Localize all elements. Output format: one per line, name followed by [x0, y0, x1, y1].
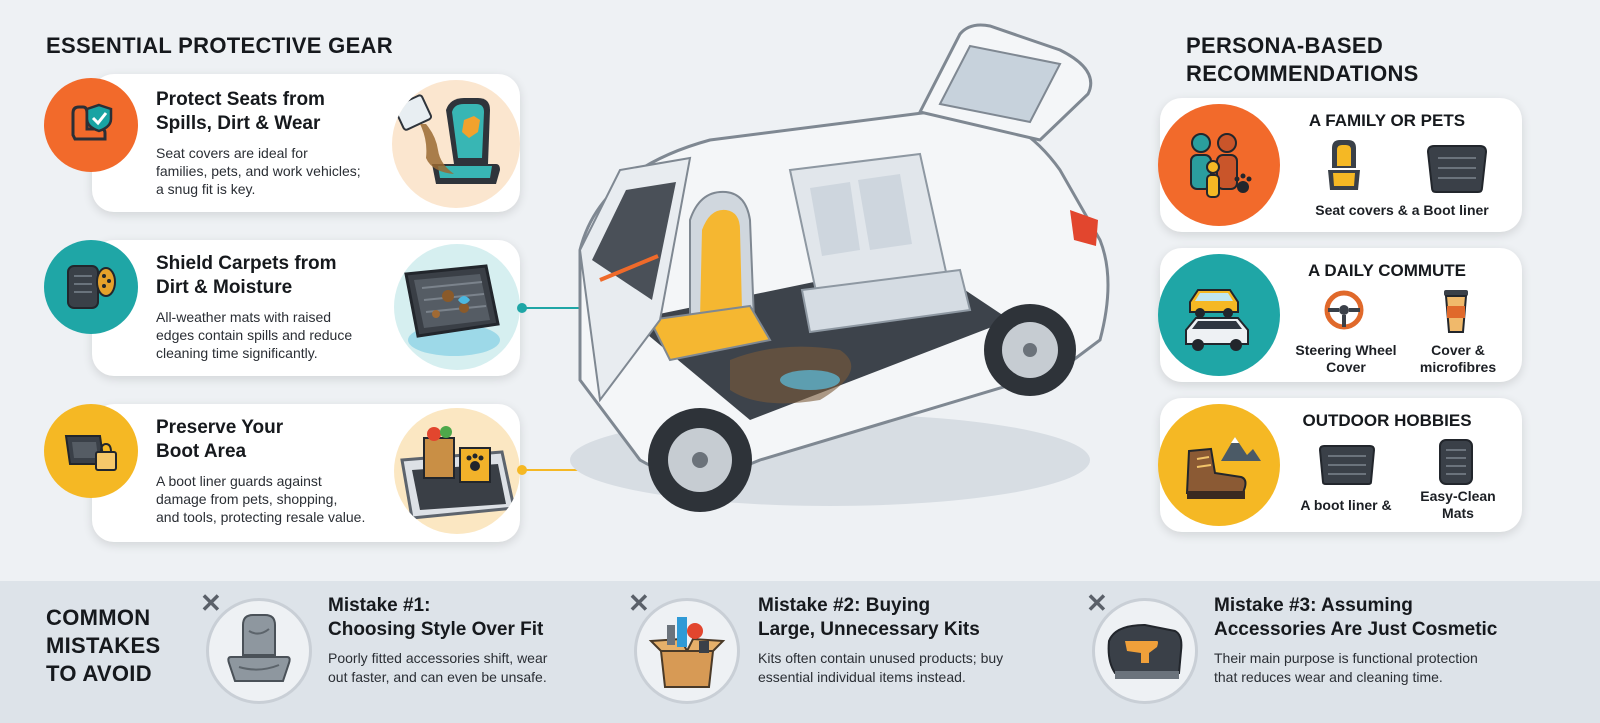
gear-title-line: Preserve Your: [156, 417, 284, 438]
gear-desc-line: A boot liner guards against: [156, 473, 322, 489]
gear-desc-line: cleaning time significantly.: [156, 345, 318, 361]
gear-desc-line: and tools, protecting resale value.: [156, 509, 366, 525]
boot-liner-icon: [1426, 145, 1488, 193]
floor-mat-icon: [1439, 439, 1473, 485]
boot-liner-icon: [1318, 445, 1376, 485]
gear-title-boot: Preserve Your Boot Area: [156, 416, 283, 464]
persona-caption-family: Seat covers & a Boot liner: [1315, 202, 1489, 218]
persona-caption-outdoor-a: A boot liner &: [1300, 497, 1392, 513]
persona-caption-outdoor-b: Easy-Clean Mats: [1408, 488, 1508, 522]
mistake-desc-line: Poorly fitted accessories shift, wear: [328, 650, 548, 666]
gear-desc-line: All-weather mats with raised: [156, 309, 332, 325]
persona-caption-commute-a: Steering Wheel Cover: [1284, 342, 1408, 376]
persona-title-outdoor: OUTDOOR HOBBIES: [1302, 411, 1472, 430]
mistake-title-1: Mistake #1: Choosing Style Over Fit: [328, 594, 543, 642]
mistake-title-2: Mistake #2: Buying Large, Unnecessary Ki…: [758, 594, 980, 642]
x-mark-icon: ✕: [1086, 588, 1108, 618]
gear-desc-boot: A boot liner guards against damage from …: [156, 472, 365, 526]
mistake-desc-3: Their main purpose is functional protect…: [1214, 649, 1478, 687]
persona-caption-line: Steering Wheel: [1295, 342, 1397, 358]
car-seat-shield-icon: [44, 78, 138, 172]
car-cutaway-illustration: [570, 23, 1110, 512]
gear-desc-line: families, pets, and work vehicles;: [156, 163, 361, 179]
family-pet-icon: [1158, 104, 1280, 226]
gear-desc-line: a snug fit is key.: [156, 181, 256, 197]
gear-title-line: Spills, Dirt & Wear: [156, 113, 321, 134]
steering-wheel-icon: [1324, 290, 1364, 330]
mistakes-heading-line: MISTAKES: [46, 633, 161, 658]
persona-title-family: A FAMILY OR PETS: [1308, 111, 1466, 130]
gear-title-seats: Protect Seats from Spills, Dirt & Wear: [156, 88, 325, 136]
persona-title-commute: A DAILY COMMUTE: [1307, 261, 1467, 280]
persona-heading-line: RECOMMENDATIONS: [1186, 60, 1419, 86]
gear-title-line: Protect Seats from: [156, 89, 325, 110]
floor-mat-boot-icon: [44, 240, 138, 334]
gear-desc-line: Seat covers are ideal for: [156, 145, 308, 161]
floor-mat-dirt-illustration: [394, 244, 520, 370]
persona-heading: PERSONA-BASED RECOMMENDATIONS: [1186, 32, 1419, 87]
connector-dot: [517, 465, 527, 475]
mistake-desc-line: out faster, and can even be unsafe.: [328, 669, 547, 685]
x-mark-icon: ✕: [628, 588, 650, 618]
ill-fitting-seat-cover-illustration: [206, 598, 312, 704]
gear-title-line: Dirt & Moisture: [156, 277, 293, 298]
mistakes-heading-line: TO AVOID: [46, 661, 152, 686]
gear-desc-line: edges contain spills and reduce: [156, 327, 353, 343]
persona-caption-commute-b: Cover & microfibres: [1408, 342, 1508, 376]
x-mark-icon: ✕: [200, 588, 222, 618]
mistake-title-line: Choosing Style Over Fit: [328, 619, 544, 640]
accessory-kit-box-illustration: [634, 598, 740, 704]
mistake-title-line: Large, Unnecessary Kits: [758, 619, 980, 640]
persona-caption-line: Mats: [1442, 505, 1474, 521]
gear-title-line: Boot Area: [156, 441, 247, 462]
essential-gear-heading: ESSENTIAL PROTECTIVE GEAR: [46, 33, 393, 58]
boot-liner-shopping-illustration: [394, 408, 520, 534]
mistake-title-line: Accessories Are Just Cosmetic: [1214, 619, 1498, 640]
mistake-title-line: Mistake #2: Buying: [758, 595, 931, 616]
mistake-title-line: Mistake #1:: [328, 595, 431, 616]
mistake-desc-line: that reduces wear and cleaning time.: [1214, 669, 1443, 685]
gear-desc-carpets: All-weather mats with raised edges conta…: [156, 308, 352, 362]
cars-commute-icon: [1158, 254, 1280, 376]
mistake-desc-1: Poorly fitted accessories shift, wear ou…: [328, 649, 547, 687]
connector-dot: [517, 303, 527, 313]
seat-cover-spill-illustration: [392, 80, 520, 208]
persona-caption-line: Cover &: [1431, 342, 1485, 358]
mistake-desc-line: essential individual items instead.: [758, 669, 966, 685]
gear-title-carpets: Shield Carpets from Dirt & Moisture: [156, 252, 337, 300]
mistake-title-line: Mistake #3: Assuming: [1214, 595, 1413, 616]
cosmetic-accessory-illustration: [1092, 598, 1198, 704]
hiking-boot-mountain-icon: [1158, 404, 1280, 526]
mistakes-heading: COMMON MISTAKES TO AVOID: [46, 604, 160, 688]
persona-heading-line: PERSONA-BASED: [1186, 33, 1384, 58]
mistake-title-3: Mistake #3: Assuming Accessories Are Jus…: [1214, 594, 1497, 642]
seat-cover-icon: [1328, 140, 1360, 190]
boot-liner-bag-icon: [44, 404, 138, 498]
gear-desc-line: damage from pets, shopping,: [156, 491, 338, 507]
persona-caption-line: Cover: [1326, 359, 1366, 375]
persona-caption-line: Easy-Clean: [1420, 488, 1496, 504]
coffee-cup-icon: [1444, 290, 1468, 333]
gear-desc-seats: Seat covers are ideal for families, pets…: [156, 144, 361, 198]
mistake-desc-line: Their main purpose is functional protect…: [1214, 650, 1478, 666]
mistake-desc-line: Kits often contain unused products; buy: [758, 650, 1004, 666]
mistakes-heading-line: COMMON: [46, 605, 151, 630]
gear-title-line: Shield Carpets from: [156, 253, 337, 274]
mistake-desc-2: Kits often contain unused products; buy …: [758, 649, 1003, 687]
persona-caption-line: microfibres: [1419, 359, 1497, 375]
